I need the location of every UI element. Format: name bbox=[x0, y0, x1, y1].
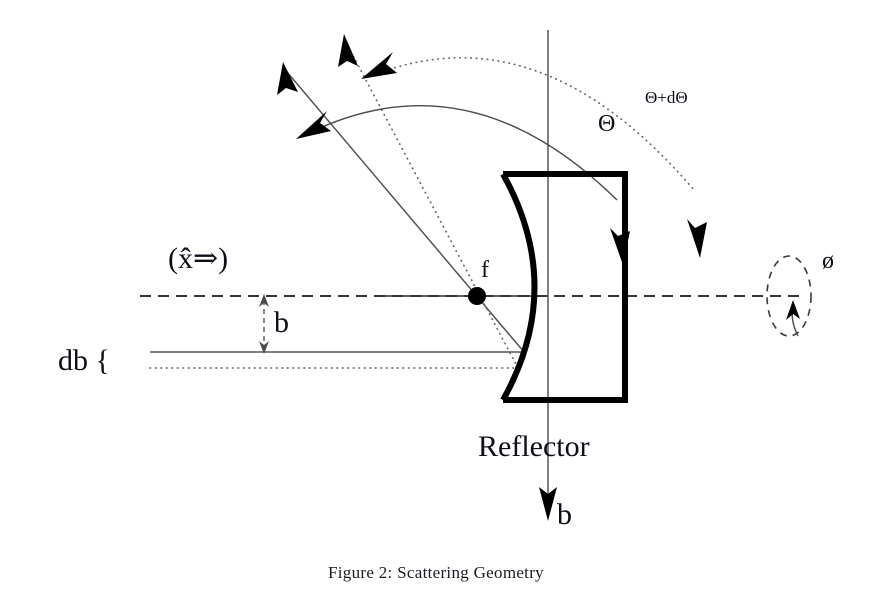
figure-caption: Figure 2: Scattering Geometry bbox=[328, 563, 544, 582]
reflector-label: Reflector bbox=[478, 430, 590, 463]
scattered-ray-dotted-arrowhead bbox=[338, 34, 358, 67]
scattered-ray-solid-arrowhead bbox=[277, 62, 298, 95]
theta-plus-dtheta-arc-arrowhead-right bbox=[687, 219, 707, 258]
db-label: db { bbox=[58, 344, 110, 377]
axial-b-label: b bbox=[557, 498, 572, 531]
incident-direction-label-group: (x̂⇒) bbox=[168, 242, 228, 275]
scattered-ray-solid bbox=[286, 71, 525, 353]
theta-arc bbox=[308, 105, 618, 201]
theta-arc-arrowhead-left bbox=[296, 111, 331, 139]
reflector-outer-body bbox=[503, 171, 628, 403]
azimuth-ellipse bbox=[766, 255, 812, 337]
theta-label: Θ bbox=[598, 111, 615, 137]
incident-direction-label: (x̂⇒) bbox=[168, 242, 228, 275]
impact-parameter-label: b bbox=[274, 306, 289, 339]
focus-point-dot bbox=[468, 287, 486, 305]
axial-b-arrowhead bbox=[539, 487, 557, 521]
theta-plus-dtheta-label: Θ+dΘ bbox=[645, 88, 688, 107]
theta-plus-dtheta-arc bbox=[373, 56, 695, 191]
azimuth-label: ø bbox=[822, 248, 834, 274]
focus-label: f bbox=[481, 257, 489, 283]
impact-parameter-arrow-down bbox=[259, 341, 269, 354]
scattered-ray-dotted bbox=[348, 47, 519, 369]
theta-plus-dtheta-arc-arrowhead-left bbox=[361, 52, 397, 79]
reflector-concave-surface bbox=[500, 172, 538, 402]
azimuth-rotation-arrowhead bbox=[786, 300, 800, 320]
impact-parameter-arrow-up bbox=[259, 294, 269, 307]
